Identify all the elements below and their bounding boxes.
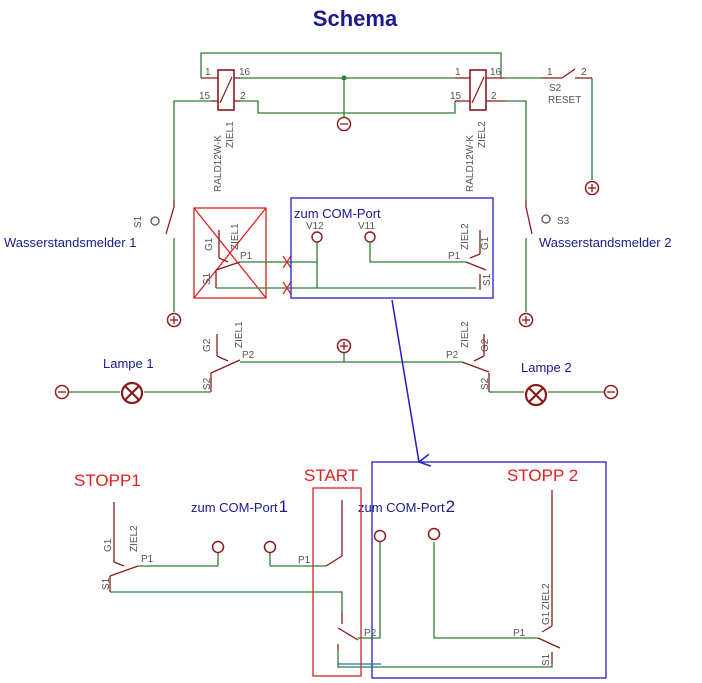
stopp2-s1: S1: [541, 653, 552, 666]
lamp2-circuit: Lampe 2: [489, 360, 619, 407]
relay1-pin2: 2: [240, 91, 246, 102]
sensor3-switch-name: S3: [557, 216, 570, 227]
com-port2-label: zum COM-Port2: [358, 497, 455, 516]
stopp2-ziel2: ZIEL2: [541, 583, 552, 610]
lamp-icon: [120, 381, 144, 405]
com-port2-box: [371, 461, 607, 679]
stopp2-g1: G1: [541, 611, 552, 625]
start-label: START: [304, 466, 358, 485]
lamp1-label: Lampe 1: [103, 356, 154, 371]
lamp-p2-right: P2: [446, 350, 459, 361]
relay1-pin16: 16: [239, 67, 251, 78]
page-title: Schema: [313, 6, 398, 31]
start-contact-upper: P1: [298, 500, 343, 567]
crossed-contact-ziel1: G1 ZIEL1 P1 S1: [193, 207, 267, 299]
plus-terminal-icon: [584, 180, 600, 196]
relay2-pin1: 1: [455, 67, 461, 78]
com-port-box-label: zum COM-Port: [294, 206, 381, 221]
lamp-g2-right: G2: [480, 338, 491, 352]
stopp2-contact: ZIEL2 G1 P1 S1: [513, 490, 561, 666]
stopp2-label: STOPP 2: [507, 466, 578, 485]
com-v11: V11: [358, 221, 375, 232]
stopp1-label: STOPP1: [74, 471, 141, 490]
com-port1-label: zum COM-Port1: [191, 497, 288, 516]
relay2-name: ZIEL2: [477, 121, 488, 148]
sensor2-label: Wasserstandsmelder 2: [539, 235, 671, 250]
stopp1-p1: P1: [141, 554, 154, 565]
crossed-wiring: [216, 240, 476, 289]
lamp-ziel2: ZIEL2: [460, 321, 471, 348]
sensor1-label: Wasserstandsmelder 1: [4, 235, 136, 250]
relay2-pin2: 2: [491, 91, 497, 102]
stopp2-p1: P1: [513, 628, 526, 639]
com-s1: S1: [482, 273, 493, 286]
relay1-name: ZIEL1: [225, 121, 236, 148]
crossed-p1: P1: [240, 251, 253, 262]
com-v12: V12: [306, 221, 324, 232]
plus-terminal-icon: [166, 312, 182, 328]
arrow-down-icon: [391, 299, 432, 467]
minus-terminal-icon: [336, 116, 352, 132]
sensor1-switch-name: S1: [133, 215, 144, 228]
lamp-s2-left: S2: [202, 377, 213, 390]
start-contact-lower: P2: [337, 612, 381, 665]
reset-label: RESET: [548, 95, 581, 106]
com-g1: G1: [480, 236, 491, 250]
start-p2: P2: [364, 628, 377, 639]
relay2-pin16: 16: [490, 67, 502, 78]
lamp1-circuit: Lampe 1: [54, 356, 211, 405]
stopp1-g1: G1: [103, 538, 114, 552]
bottom-wiring: [110, 542, 553, 668]
relay-ziel2: 1 16 15 2 RALD12W-K ZIEL2: [450, 67, 505, 192]
com-port-box: zum COM-Port V12 V11 ZIEL2 G1 P1 S1: [290, 197, 494, 299]
com-port2-pin-b: [427, 527, 441, 541]
crossed-ziel1: ZIEL1: [230, 223, 241, 250]
relay1-pin15: 15: [199, 91, 211, 102]
minus-terminal-icon: [54, 384, 70, 400]
start-p1: P1: [298, 555, 311, 566]
com-port1-pin-a: [211, 540, 225, 554]
plus-terminal-icon: [518, 312, 534, 328]
stopp1-s1: S1: [101, 577, 112, 590]
relay1-type: RALD12W-K: [213, 135, 224, 192]
lamp-s2-right: S2: [480, 377, 491, 390]
stopp1-ziel2: ZIEL2: [129, 525, 140, 552]
reset-switch-name: S2: [549, 83, 562, 94]
lamp-p2-left: P2: [242, 350, 255, 361]
lamp-contact-row: ZIEL1 G2 P2 S2 ZIEL2 G2 P2 S2: [202, 321, 491, 392]
plus-terminal-icon: [336, 338, 352, 354]
com-ziel2: ZIEL2: [460, 223, 471, 250]
com-port1-pin-b: [263, 540, 277, 554]
relay2-pin15: 15: [450, 91, 462, 102]
lamp-icon: [524, 383, 548, 407]
start-box: [312, 487, 362, 677]
relay2-type: RALD12W-K: [465, 135, 476, 192]
relay1-pin1: 1: [205, 67, 211, 78]
lamp2-label: Lampe 2: [521, 360, 572, 375]
reset-pin1: 1: [547, 67, 553, 78]
sensor-switch-s3: S3 Wasserstandsmelder 2: [525, 200, 671, 312]
break-markers: [282, 255, 292, 295]
crossed-s1: S1: [202, 272, 213, 285]
minus-terminal-icon: [603, 384, 619, 400]
stopp1-contact: G1 ZIEL2 P1 S1: [101, 502, 154, 592]
lamp-ziel1: ZIEL1: [234, 321, 245, 348]
top-wiring: [173, 52, 593, 200]
lamp-g2-left: G2: [202, 338, 213, 352]
reset-switch: 1 2 S2 RESET: [542, 67, 592, 106]
junction-dot: [341, 75, 347, 81]
crossed-g1: G1: [204, 237, 215, 251]
com-p1: P1: [448, 251, 461, 262]
reset-pin2: 2: [581, 67, 587, 78]
com-port2-pin-a: [373, 529, 387, 543]
sensor-switch-s1: S1 Wasserstandsmelder 1: [4, 200, 175, 312]
relay-ziel1: 1 16 15 2 RALD12W-K ZIEL1: [199, 67, 251, 192]
